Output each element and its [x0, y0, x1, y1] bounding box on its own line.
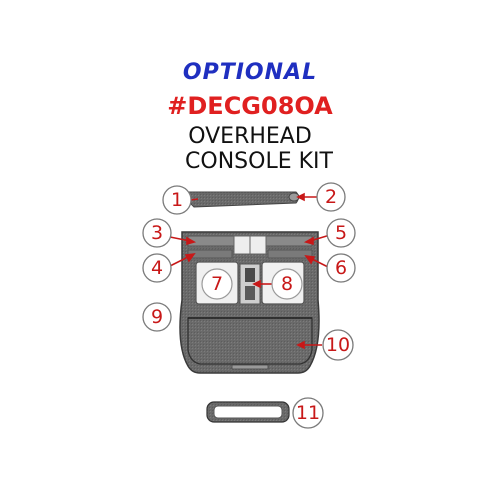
callout-circle-3	[142, 218, 172, 248]
center-lens-right	[249, 235, 267, 255]
part-3-bar	[187, 235, 235, 247]
part-6-strip	[267, 249, 313, 259]
callout-circle-11	[292, 397, 324, 429]
callout-label-3: 3	[151, 222, 163, 244]
center-lens-left	[233, 235, 251, 255]
callout-circle-1	[162, 185, 192, 215]
callout-label-4: 4	[151, 257, 163, 279]
callout-circles	[142, 182, 356, 429]
callout-label-2: 2	[325, 186, 337, 208]
callout-circle-9	[142, 302, 172, 332]
callout-label-5: 5	[335, 222, 347, 244]
callout-label-10: 10	[326, 334, 350, 356]
kit-title-line-2: CONSOLE KIT	[185, 149, 333, 174]
part-1-strip	[188, 191, 299, 208]
callout-circle-6	[326, 253, 356, 283]
callout-label-11: 11	[296, 402, 320, 424]
callout-circle-7	[201, 268, 233, 300]
kit-title-line-1: OVERHEAD	[188, 124, 312, 149]
center-button	[245, 268, 255, 282]
panel-handle	[231, 364, 269, 370]
callout-label-7: 7	[211, 273, 223, 295]
callout-arrows	[169, 192, 331, 350]
optional-label: OPTIONAL	[182, 60, 318, 85]
callout-circle-5	[326, 218, 356, 248]
callout-circle-8	[271, 268, 303, 300]
center-button-lower	[245, 286, 255, 300]
callout-label-8: 8	[281, 273, 293, 295]
callout-label-1: 1	[171, 189, 183, 211]
part-10-panel	[187, 317, 313, 365]
callout-circle-2	[316, 182, 346, 212]
callout-label-9: 9	[151, 306, 163, 328]
callout-circle-4	[142, 253, 172, 283]
callout-circle-10	[322, 329, 354, 361]
part-11-ring-inner	[213, 405, 283, 419]
callout-label-6: 6	[335, 257, 347, 279]
product-code: #DECG08OA	[167, 92, 333, 120]
part-5-bar	[265, 235, 313, 247]
